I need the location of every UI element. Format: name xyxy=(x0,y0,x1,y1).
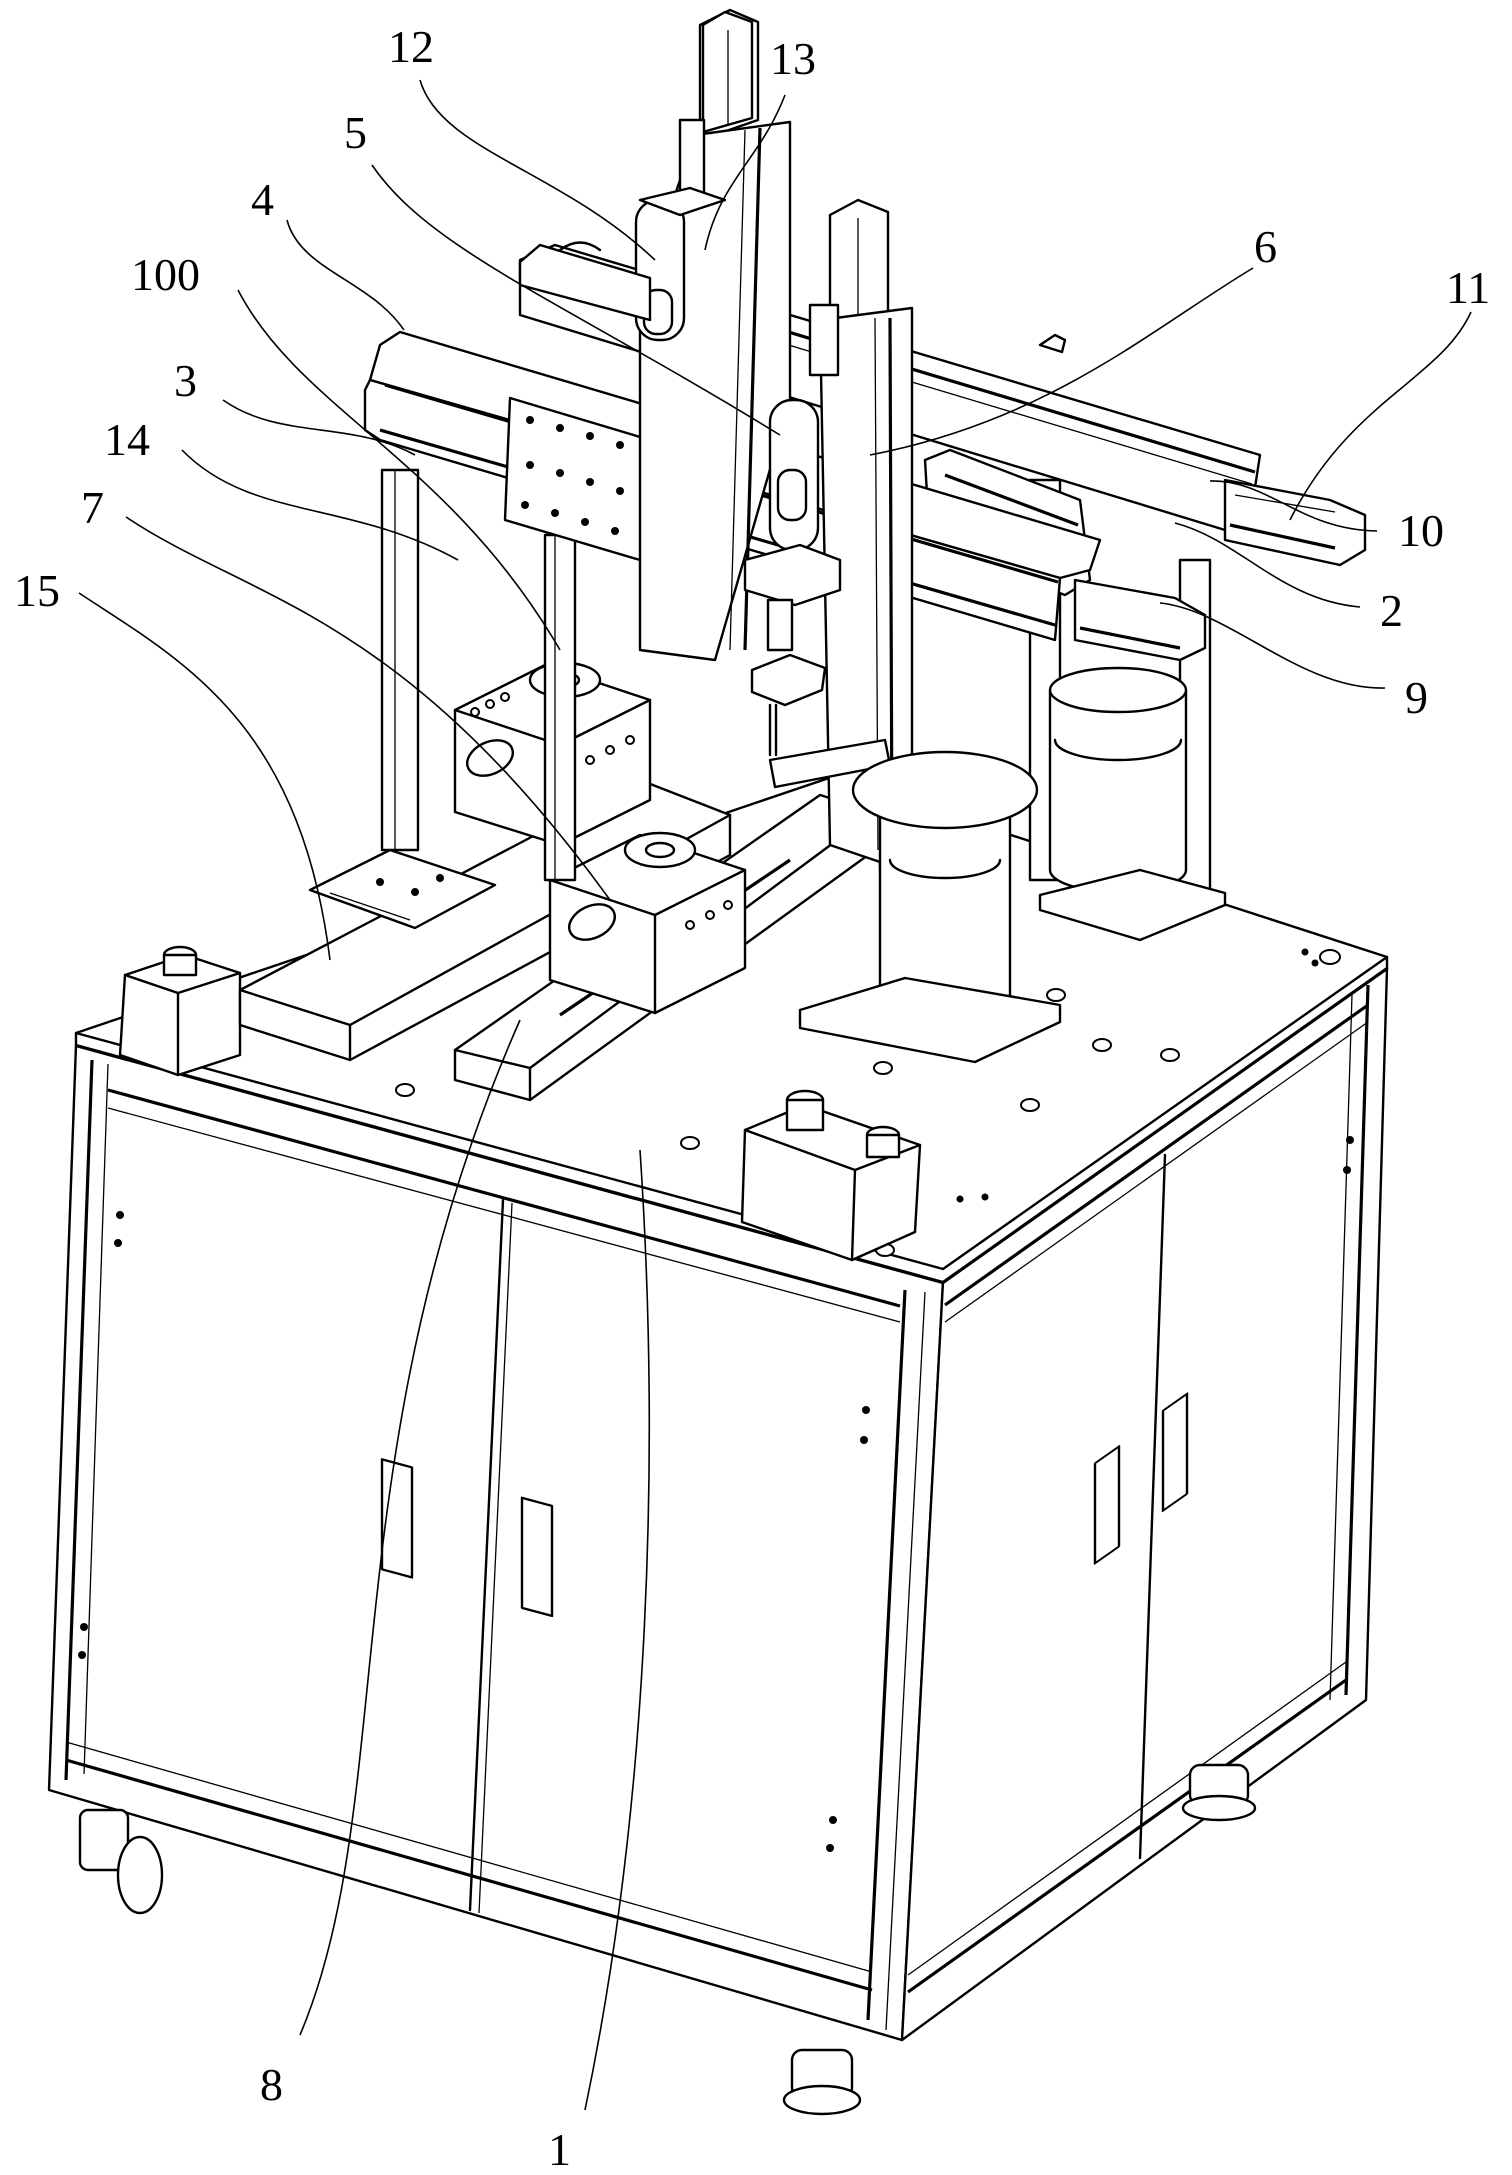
label-14: 14 xyxy=(104,414,150,465)
control-box-left xyxy=(118,945,242,1077)
door-handle xyxy=(1093,1445,1121,1565)
label-13: 13 xyxy=(770,33,816,84)
door-handle xyxy=(1161,1392,1189,1513)
label-12: 12 xyxy=(388,21,434,72)
glue-tank-9 xyxy=(1038,666,1227,942)
label-8: 8 xyxy=(260,2059,283,2110)
caster-wheel xyxy=(782,2048,862,2116)
rail-carriage xyxy=(308,848,497,930)
door-split-side xyxy=(1138,1153,1167,1860)
glue-tank-front xyxy=(798,750,1062,1064)
leader-9 xyxy=(1159,602,1386,689)
caster-wheel xyxy=(1181,1763,1257,1822)
tank-base xyxy=(798,976,1062,1064)
leader-7 xyxy=(125,516,611,901)
leader-3 xyxy=(222,399,416,456)
dispensing-head xyxy=(743,303,892,789)
leader-8 xyxy=(299,1019,521,2036)
leader-1 xyxy=(584,1149,650,2111)
leader-12 xyxy=(419,79,656,261)
leader-5 xyxy=(371,164,781,436)
motor-module-5-left xyxy=(518,241,652,322)
door-split-front xyxy=(468,1198,505,1912)
tank-base xyxy=(1038,868,1227,942)
label-15: 15 xyxy=(14,565,60,616)
leader-2 xyxy=(1174,522,1361,608)
label-100: 100 xyxy=(131,249,200,300)
leader-10 xyxy=(1209,480,1378,532)
leader-13 xyxy=(704,94,786,251)
label-2: 2 xyxy=(1380,585,1403,636)
leader-15 xyxy=(78,592,331,961)
label-3: 3 xyxy=(174,355,197,406)
leader-14 xyxy=(181,449,459,561)
motor-11 xyxy=(1223,478,1367,567)
leader-4 xyxy=(286,219,405,331)
label-4: 4 xyxy=(251,174,274,225)
caster-wheel xyxy=(78,1808,164,1915)
cylinder-carriage xyxy=(1038,333,1067,354)
leader-6 xyxy=(869,267,1254,456)
motor-2 xyxy=(1073,578,1207,662)
z-linear-module-6 xyxy=(818,198,914,864)
label-5: 5 xyxy=(344,107,367,158)
label-9: 9 xyxy=(1405,672,1428,723)
leader-lines xyxy=(78,79,1472,2111)
label-7: 7 xyxy=(81,482,104,533)
label-1: 1 xyxy=(548,2124,571,2175)
fixture-block-7 xyxy=(548,831,747,1015)
label-10: 10 xyxy=(1398,505,1444,556)
label-6: 6 xyxy=(1254,221,1277,272)
needle-bracket xyxy=(750,653,827,707)
door-handle xyxy=(520,1496,554,1618)
control-box-right xyxy=(740,1089,922,1262)
leader-100 xyxy=(237,289,561,651)
leader-11 xyxy=(1289,311,1472,521)
label-11: 11 xyxy=(1446,262,1490,313)
reference-labels: 12 13 5 6 4 100 11 3 10 14 2 7 9 15 8 1 xyxy=(14,21,1490,2175)
